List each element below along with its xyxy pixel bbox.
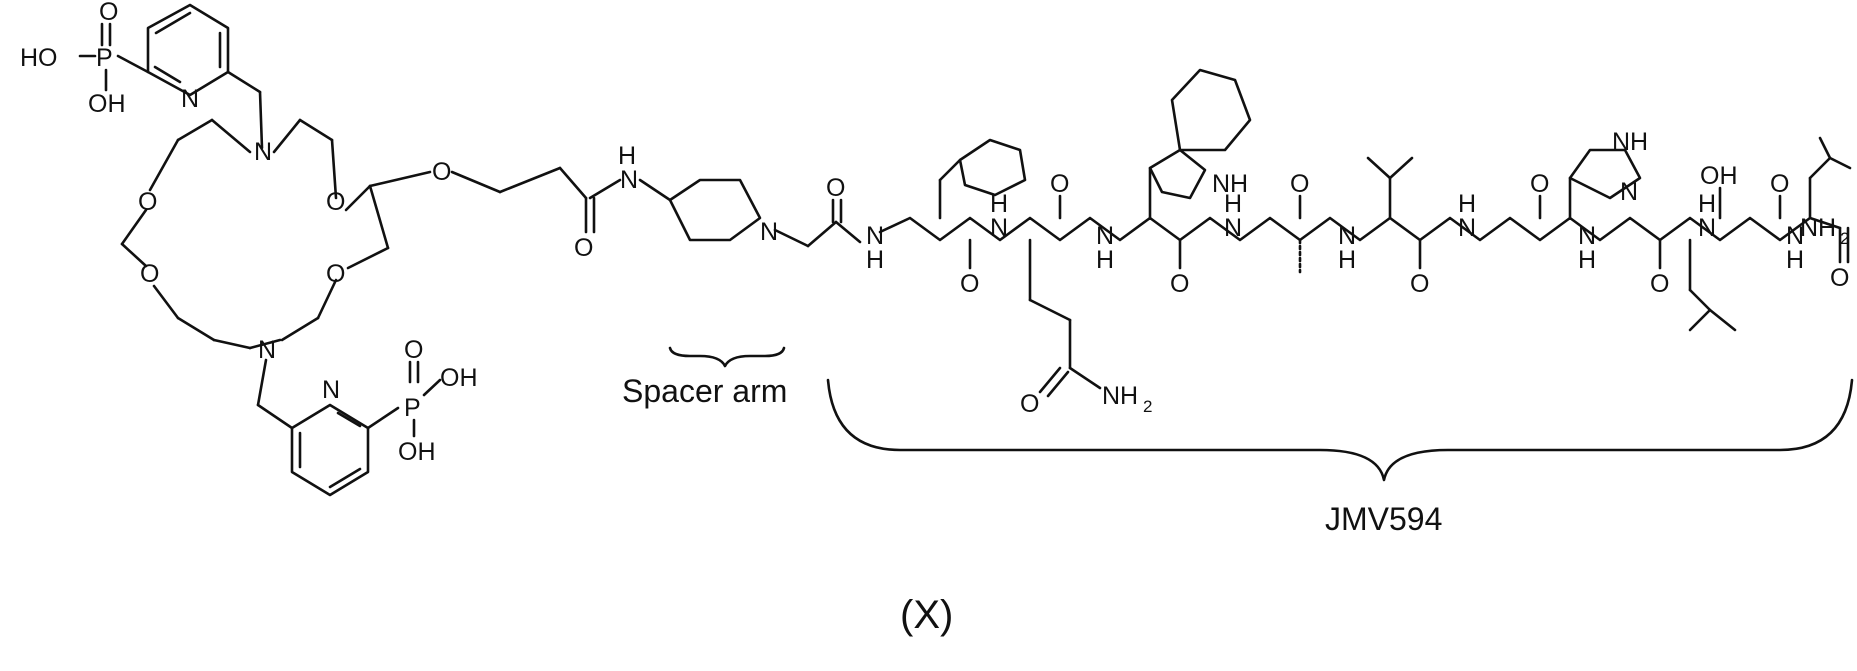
backbone-n-4: N — [1224, 214, 1242, 242]
piperidine-ring — [670, 180, 760, 240]
lower-phospho-oh-right: OH — [440, 364, 478, 392]
indole-benzene-ring — [1172, 70, 1250, 150]
glutamine-side-chain — [1030, 240, 1100, 396]
backbone-o-3: O — [1170, 270, 1189, 298]
backbone-h-2: H — [990, 190, 1008, 218]
backbone-o-5: O — [1410, 270, 1429, 298]
upper-phospho-oxo: O — [99, 0, 118, 26]
backbone-h-1: H — [866, 246, 884, 274]
lower-phosphonopyridine — [292, 362, 440, 495]
backbone-n-2: N — [990, 214, 1008, 242]
upper-phospho-ho: HO — [20, 44, 58, 72]
jmv594-label: JMV594 — [1325, 501, 1442, 537]
lower-pyridine-n: N — [322, 376, 340, 404]
leucine-side-chain — [1810, 138, 1850, 218]
indole-pyrrole-ring — [1150, 150, 1205, 198]
backbone-o-7: O — [1650, 270, 1669, 298]
macrocycle-o-right-lower: O — [326, 260, 345, 288]
spacer-brace — [670, 348, 784, 366]
upper-pyridine-n: N — [181, 85, 199, 113]
terminal-nh2: NH — [1800, 214, 1836, 242]
backbone-n-8: N — [1698, 214, 1716, 242]
glutamine-amide-nh2: NH — [1102, 382, 1138, 410]
backbone-h-6: H — [1458, 190, 1476, 218]
spacer-arm-label: Spacer arm — [622, 373, 787, 409]
backbone-h-7: H — [1578, 246, 1596, 274]
upper-phospho-oh: OH — [88, 90, 126, 118]
backbone-n-6: N — [1458, 214, 1476, 242]
spacer-nh-h: H — [618, 142, 636, 170]
imidazole-nh: NH — [1612, 128, 1648, 156]
lower-phospho-oh-bottom: OH — [398, 438, 436, 466]
ether-o-linker: O — [432, 158, 451, 186]
backbone-o-8: O — [1770, 170, 1789, 198]
glutamine-amide-sub: 2 — [1143, 397, 1152, 416]
upper-phosphorus: P — [96, 44, 113, 72]
statine-oh: OH — [1700, 162, 1738, 190]
piperidine-n: N — [760, 218, 778, 246]
figure-caption: (X) — [900, 593, 953, 637]
lower-pyridine-ring — [292, 405, 368, 495]
upper-pyridine-ring — [148, 5, 228, 95]
backbone-o-6: O — [1530, 170, 1549, 198]
backbone-h-3: H — [1096, 246, 1114, 274]
spacer-nh: N — [620, 166, 638, 194]
macrocycle-o-right-upper: O — [326, 188, 345, 216]
glycyl-o: O — [826, 174, 845, 202]
backbone-h-8: H — [1698, 190, 1716, 218]
macrocycle-bonds — [122, 92, 586, 428]
glutamine-amide-o: O — [1020, 390, 1039, 418]
lower-phospho-oxo: O — [404, 336, 423, 364]
backbone-h-9: H — [1786, 246, 1804, 274]
backbone-o-4: O — [1290, 170, 1309, 198]
phenylalanine-side-chain — [940, 140, 1025, 218]
terminal-amide-o: O — [1830, 264, 1849, 292]
macrocycle-n-bottom: N — [258, 336, 276, 364]
phenyl-ring — [960, 140, 1025, 195]
backbone-o-2: O — [1050, 170, 1069, 198]
backbone-h-5: H — [1338, 246, 1356, 274]
spacer-amide-o: O — [574, 234, 593, 262]
lower-phosphorus: P — [404, 394, 421, 422]
macrocycle-o-left-lower: O — [140, 260, 159, 288]
backbone-h-4: H — [1224, 190, 1242, 218]
backbone-o-1: O — [960, 270, 979, 298]
peptide-brace — [828, 380, 1852, 480]
valine-side-chain — [1368, 158, 1412, 218]
macrocycle-o-left-upper: O — [138, 188, 157, 216]
imidazole-n: N — [1620, 178, 1638, 206]
terminal-nh2-sub: 2 — [1840, 229, 1849, 248]
macrocycle-n-top: N — [254, 138, 272, 166]
